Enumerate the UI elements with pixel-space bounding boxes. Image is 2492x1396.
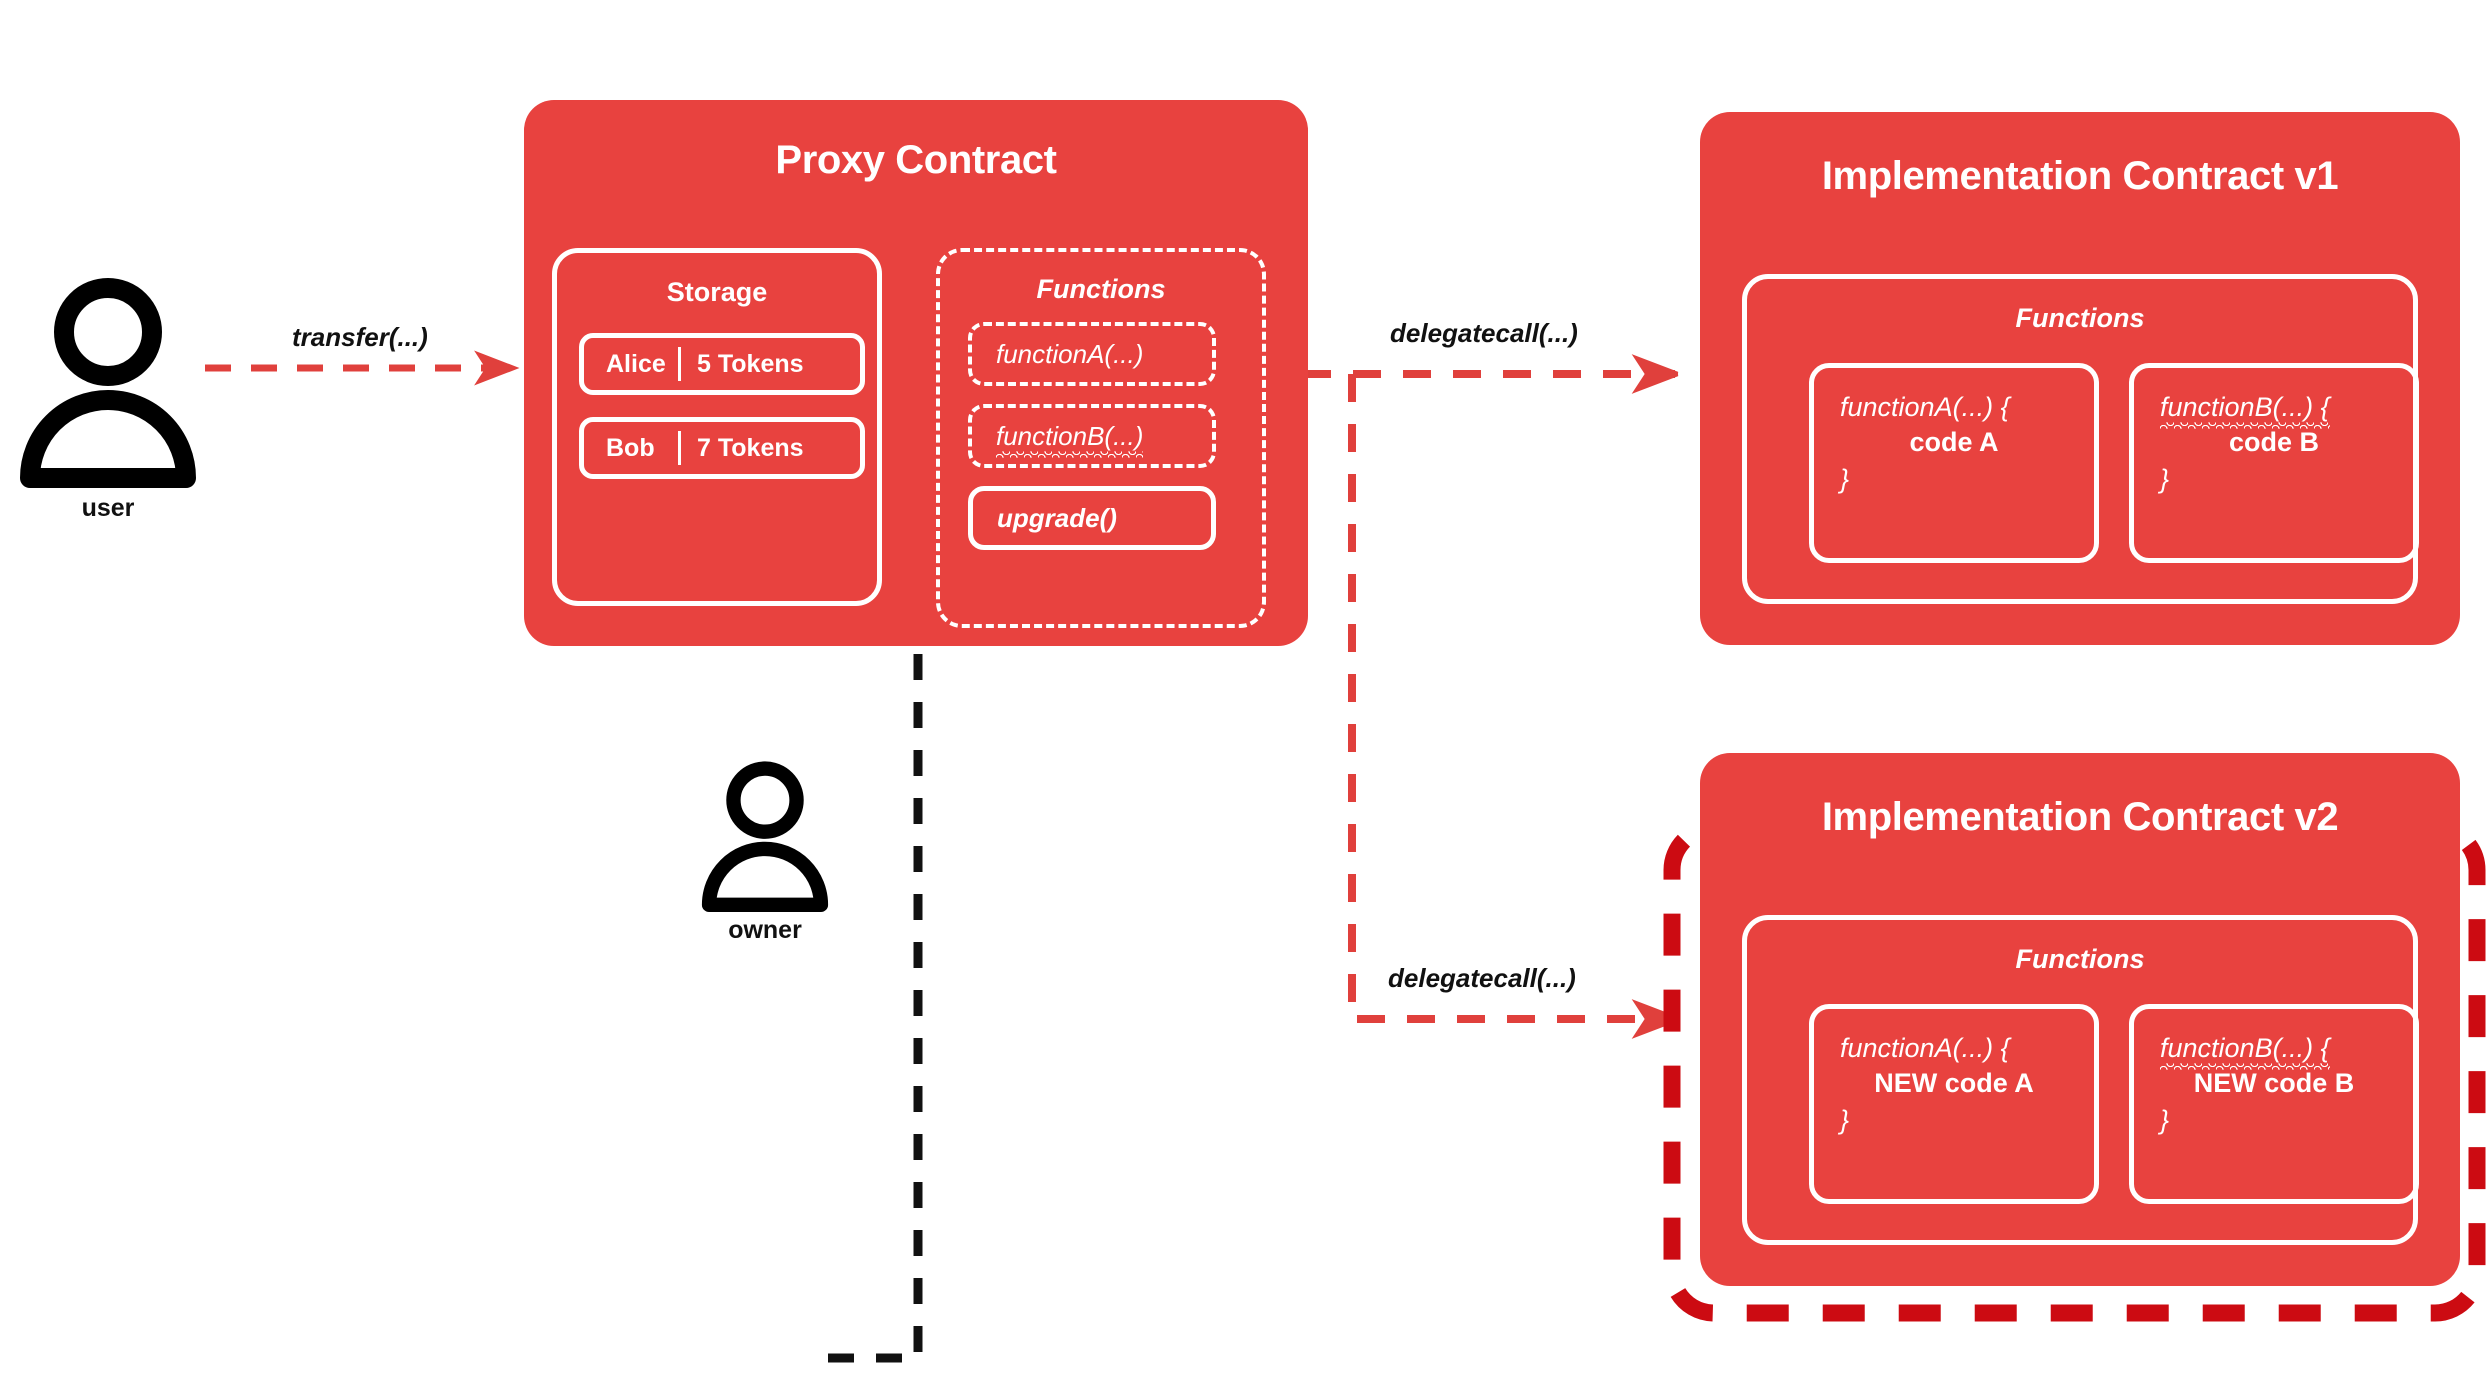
v2-functions-title: Functions bbox=[2015, 944, 2145, 974]
edge-delegatecall-v2 bbox=[1348, 374, 1684, 1039]
storage-row[interactable]: Alice 5 Tokens bbox=[579, 333, 865, 395]
edge-label-delegatecall-v1: delegatecall(...) bbox=[1390, 318, 1578, 348]
storage-row-amount: 5 Tokens bbox=[697, 349, 804, 378]
function-chip-label: functionB(...) bbox=[996, 420, 1144, 458]
proxy-storage-panel: Storage Alice 5 Tokens Bob 7 Tokens bbox=[552, 248, 882, 606]
proxy-functions-panel: Functions functionA(...) functionB(...) … bbox=[936, 248, 1266, 628]
edge-label-delegatecall-v2: delegatecall(...) bbox=[1388, 963, 1576, 993]
code-body: code A bbox=[1909, 427, 1999, 457]
code-signature: functionA(...) { bbox=[1840, 1033, 2010, 1063]
function-chip-functionB[interactable]: functionB(...) bbox=[968, 404, 1216, 468]
code-body: NEW code A bbox=[1874, 1068, 2034, 1098]
proxy-contract-card[interactable]: Proxy Contract Storage Alice 5 Tokens Bo… bbox=[524, 100, 1308, 646]
code-box-functionB[interactable]: functionB(...) { NEW code B } bbox=[2129, 1004, 2419, 1204]
code-signature: functionB(...) { bbox=[2160, 392, 2330, 429]
code-box-functionB[interactable]: functionB(...) { code B } bbox=[2129, 363, 2419, 563]
actor-owner: owner bbox=[700, 760, 830, 944]
implementation-contract-v1-card[interactable]: Implementation Contract v1 Functions fun… bbox=[1700, 112, 2460, 645]
function-chip-label: upgrade() bbox=[997, 502, 1117, 533]
storage-row-name: Alice bbox=[606, 349, 666, 378]
function-chip-functionA[interactable]: functionA(...) bbox=[968, 322, 1216, 386]
person-icon bbox=[20, 278, 196, 488]
proxy-contract-title: Proxy Contract bbox=[775, 138, 1057, 182]
storage-row-amount: 7 Tokens bbox=[697, 433, 804, 462]
edge-label-transfer: transfer(...) bbox=[292, 322, 428, 352]
proxy-functions-title: Functions bbox=[1036, 274, 1166, 304]
function-chip-upgrade[interactable]: upgrade() bbox=[968, 486, 1216, 550]
function-chip-label: functionA(...) bbox=[996, 338, 1144, 369]
implementation-v1-title: Implementation Contract v1 bbox=[1821, 154, 2339, 198]
actor-user-label: user bbox=[81, 494, 135, 522]
storage-row[interactable]: Bob 7 Tokens bbox=[579, 417, 865, 479]
edge-owner-upgrade bbox=[828, 543, 972, 1363]
implementation-v2-title: Implementation Contract v2 bbox=[1821, 795, 2339, 839]
actor-owner-label: owner bbox=[728, 916, 802, 944]
code-body: NEW code B bbox=[2193, 1068, 2355, 1098]
code-signature: functionB(...) { bbox=[2160, 1033, 2330, 1070]
code-close: } bbox=[1840, 1105, 1850, 1135]
code-body: code B bbox=[2228, 427, 2320, 457]
code-box-functionA[interactable]: functionA(...) { code A } bbox=[1809, 363, 2099, 563]
v1-functions-panel: Functions functionA(...) { code A } func… bbox=[1742, 274, 2419, 604]
implementation-contract-v2-card[interactable]: Implementation Contract v2 Functions fun… bbox=[1700, 753, 2460, 1286]
code-close: } bbox=[2160, 1105, 2170, 1135]
code-close: } bbox=[1840, 464, 1850, 494]
person-icon bbox=[701, 761, 829, 912]
code-signature: functionA(...) { bbox=[1840, 392, 2010, 422]
code-close: } bbox=[2160, 464, 2170, 494]
storage-row-name: Bob bbox=[606, 433, 655, 462]
proxy-storage-title: Storage bbox=[666, 277, 768, 307]
storage-row-separator bbox=[678, 431, 681, 465]
actor-user: user bbox=[18, 276, 198, 522]
v2-functions-panel: Functions functionA(...) { NEW code A } … bbox=[1742, 915, 2419, 1245]
code-box-functionA[interactable]: functionA(...) { NEW code A } bbox=[1809, 1004, 2099, 1204]
storage-row-separator bbox=[678, 347, 681, 381]
v1-functions-title: Functions bbox=[2015, 303, 2145, 333]
